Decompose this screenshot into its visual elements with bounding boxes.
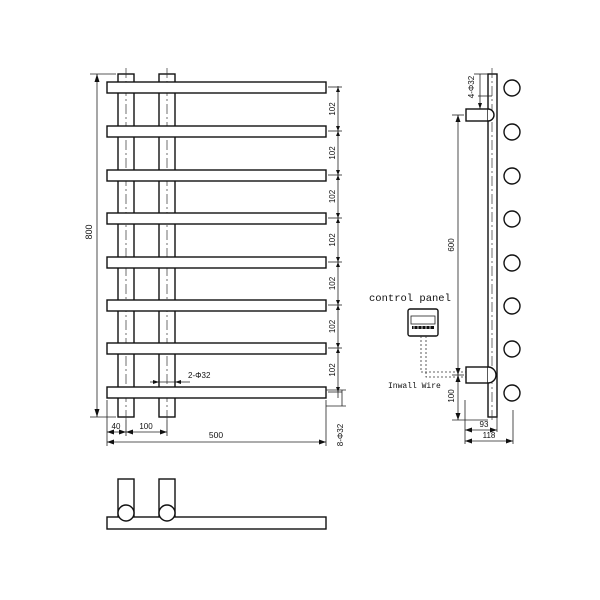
horizontal-bar <box>106 386 327 399</box>
bar-spacing-dimensions: 102 102 102 102 102 102 102 <box>328 86 342 398</box>
bar-diameter-callout: 8-Φ32 <box>336 423 345 446</box>
bar-spacing-label: 102 <box>328 276 337 290</box>
bar-end-circle <box>503 79 521 97</box>
inwall-wire-label: Inwall Wire <box>388 382 441 391</box>
bar-end-sections <box>503 79 521 402</box>
width-label: 500 <box>209 430 223 440</box>
top-view-bar <box>106 516 327 530</box>
bar-end-circle <box>503 123 521 141</box>
bottom-dimensions: 40 100 500 2-Φ32 8-Φ32 <box>106 371 346 446</box>
heater-height-dimension: 600 <box>447 114 464 376</box>
horizontal-bar <box>106 125 327 138</box>
top-view <box>106 478 327 530</box>
heater-height-label: 600 <box>447 238 456 252</box>
horizontal-bars <box>106 81 327 399</box>
vertical-posts <box>117 68 176 422</box>
bottom-height-label: 100 <box>447 389 456 403</box>
horizontal-bar <box>106 299 327 312</box>
height-dimension: 800 <box>84 73 116 418</box>
bar-end-circle <box>503 297 521 315</box>
depth-dimensions: 93 118 <box>464 400 514 444</box>
post-offset-label: 40 <box>112 422 121 431</box>
horizontal-bar <box>106 342 327 355</box>
top-wall-bracket: 4-Φ32 <box>465 73 495 122</box>
post-diameter-callout: 2-Φ32 <box>188 371 211 380</box>
bar-end-circle <box>503 384 521 402</box>
bar-spacing-label: 102 <box>328 319 337 333</box>
post-spacing-label: 100 <box>139 422 153 431</box>
bar-end-circle <box>503 340 521 358</box>
horizontal-bar <box>106 169 327 182</box>
bar-spacing-label: 102 <box>328 146 337 160</box>
bar-end-circle <box>503 254 521 272</box>
bar-spacing-label: 102 <box>328 189 337 203</box>
side-view: 4-Φ32 600 100 93 <box>369 68 521 444</box>
bar-spacing-label: 102 <box>328 363 337 377</box>
depth-inner-label: 93 <box>480 420 489 429</box>
bar-spacing-label: 102 <box>328 102 337 116</box>
side-main-tube <box>487 73 498 418</box>
horizontal-bar <box>106 256 327 269</box>
depth-outer-label: 118 <box>483 431 496 440</box>
heating-element-connector: 100 <box>447 366 497 421</box>
front-view: 800 102 102 102 102 102 102 102 40 100 500 2-Φ… <box>84 68 346 446</box>
horizontal-bar <box>106 212 327 225</box>
bar-end-circle <box>503 210 521 228</box>
bar-end-circle <box>503 167 521 185</box>
control-panel-label: control panel <box>369 293 451 305</box>
control-panel: control panel Inwall Wire <box>369 293 466 391</box>
bar-spacing-label: 102 <box>328 233 337 247</box>
bracket-diameter-callout: 4-Φ32 <box>467 75 476 98</box>
height-label: 800 <box>84 224 94 239</box>
horizontal-bar <box>106 81 327 94</box>
